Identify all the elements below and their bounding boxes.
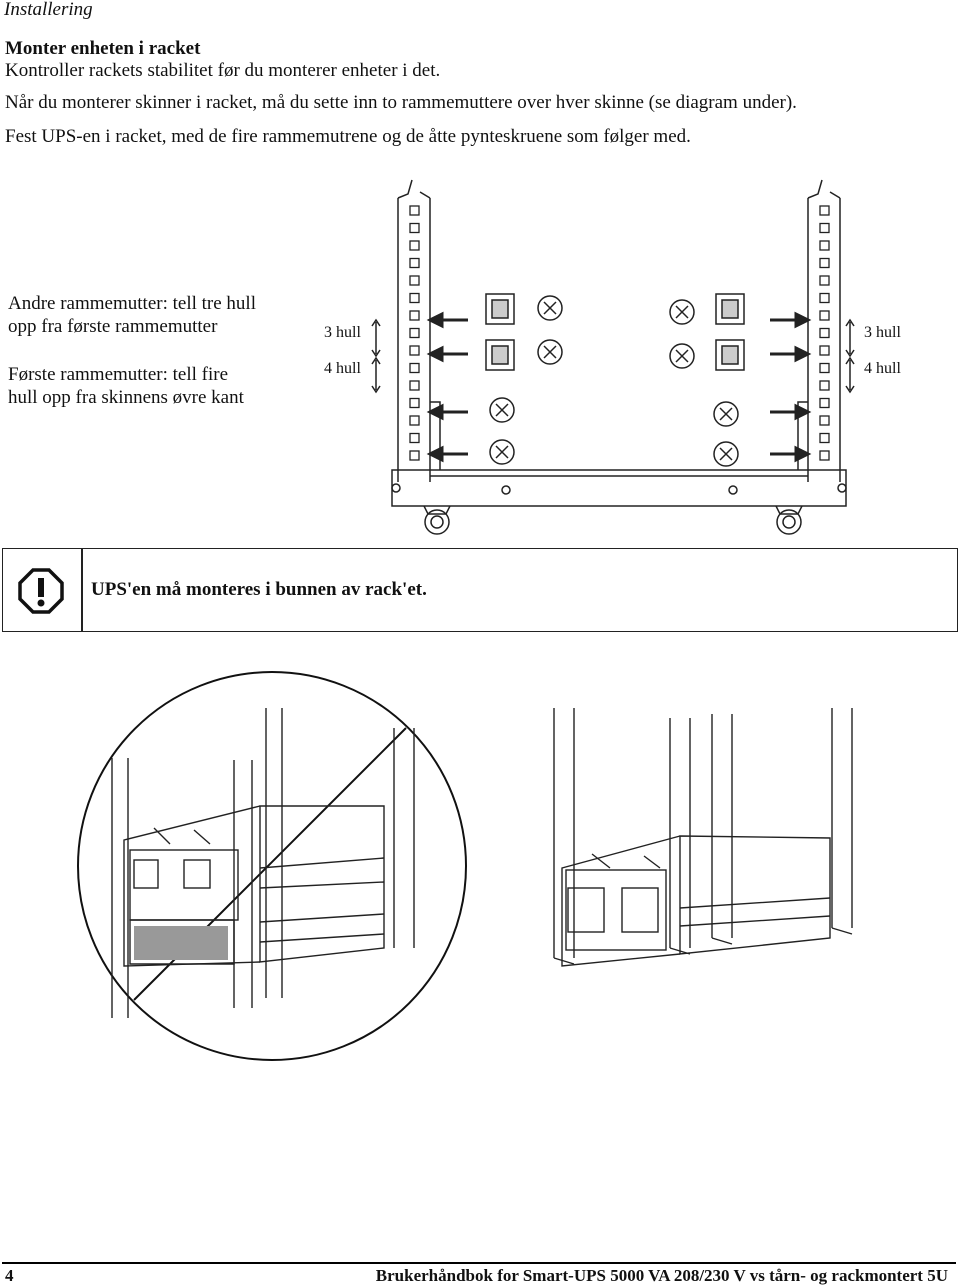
rail-hole bbox=[409, 380, 420, 391]
left-three-holes-label: 3 hull bbox=[324, 324, 361, 341]
rail-hole bbox=[819, 380, 830, 391]
rail-hole bbox=[409, 310, 420, 321]
rail-hole bbox=[409, 415, 420, 426]
section-header: Installering bbox=[4, 0, 93, 20]
rail-hole bbox=[819, 292, 830, 304]
rail-hole bbox=[819, 345, 830, 356]
rail-hole bbox=[819, 257, 830, 269]
rail-hole bbox=[409, 432, 420, 444]
right-four-holes-label: 4 hull bbox=[864, 360, 901, 377]
rail-hole bbox=[409, 397, 420, 409]
rail-hole bbox=[409, 257, 420, 269]
rail-hole bbox=[409, 240, 420, 251]
footer-rule bbox=[2, 1262, 956, 1264]
rail-hole bbox=[819, 327, 830, 339]
warning-exclamation-icon bbox=[18, 568, 64, 614]
rail-hole bbox=[819, 450, 830, 461]
rail-hole bbox=[409, 292, 420, 304]
right-three-holes-label: 3 hull bbox=[864, 324, 901, 341]
paragraph-stability: Kontroller rackets stabilitet før du mon… bbox=[5, 60, 441, 81]
correct-mounting-illustration bbox=[553, 708, 853, 967]
footer-title: Brukerhåndbok for Smart-UPS 5000 VA 208/… bbox=[375, 1266, 948, 1285]
rail-hole bbox=[819, 275, 830, 286]
rail-hole bbox=[409, 327, 420, 339]
label-first-nut-line2: hull opp fra skinnens øvre kant bbox=[8, 387, 244, 408]
rail-hole bbox=[409, 275, 420, 286]
cage-nut-icon bbox=[485, 293, 745, 371]
left-four-holes-label: 4 hull bbox=[324, 360, 361, 377]
rack-rail-diagram bbox=[371, 179, 855, 535]
rail-hole bbox=[819, 362, 830, 374]
label-first-nut-line1: Første rammemutter: tell fire bbox=[8, 364, 229, 385]
rail-hole bbox=[409, 450, 420, 461]
rail-hole bbox=[819, 222, 830, 234]
rail-hole bbox=[409, 345, 420, 356]
rail-hole bbox=[409, 362, 420, 374]
screw-icon bbox=[489, 295, 739, 467]
rail-hole bbox=[819, 310, 830, 321]
section-title: Monter enheten i racket bbox=[5, 38, 201, 59]
warning-notice: UPS'en må monteres i bunnen av rack'et. bbox=[2, 548, 958, 632]
rail-hole bbox=[819, 397, 830, 409]
label-other-nuts-line1: Andre rammemutter: tell tre hull bbox=[8, 293, 256, 314]
paragraph-rails: Når du monterer skinner i racket, må du … bbox=[5, 92, 797, 113]
warning-text: UPS'en må monteres i bunnen av rack'et. bbox=[91, 579, 427, 600]
incorrect-mounting-illustration bbox=[77, 671, 467, 1061]
rail-hole bbox=[819, 240, 830, 251]
label-other-nuts-line2: opp fra første rammemutter bbox=[8, 316, 218, 337]
rail-hole bbox=[819, 432, 830, 444]
paragraph-fasten: Fest UPS-en i racket, med de fire rammem… bbox=[5, 126, 691, 147]
rail-hole bbox=[409, 205, 420, 216]
rail-hole bbox=[819, 205, 830, 216]
rail-hole bbox=[819, 415, 830, 426]
page-number: 4 bbox=[5, 1266, 14, 1285]
rail-hole bbox=[409, 222, 420, 234]
